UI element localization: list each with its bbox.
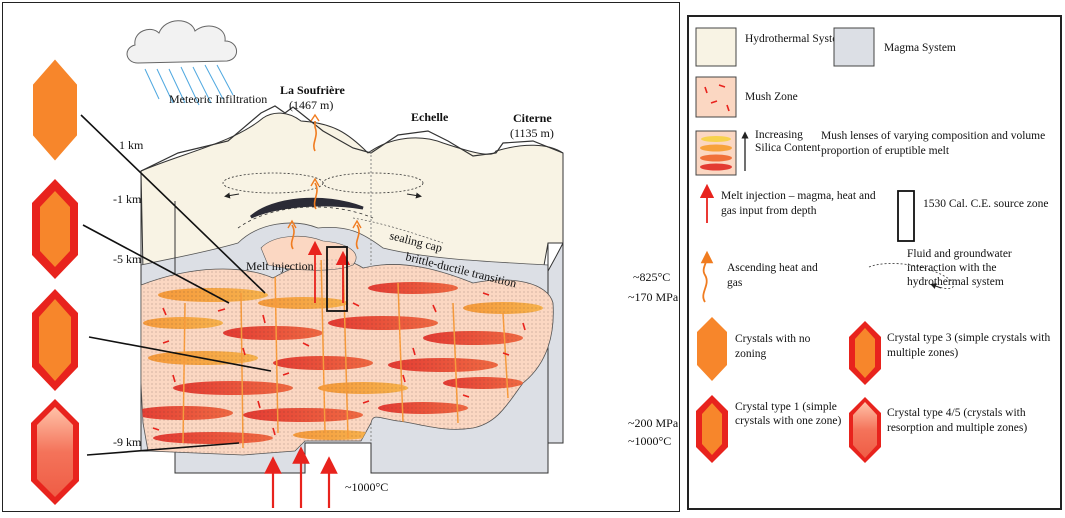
- diagram-panel: Meteoric Infiltration La Soufrière (1467…: [2, 2, 680, 512]
- legend-crystal-type45-label: Crystal type 4/5 (crystals with resorpti…: [887, 407, 1028, 434]
- legend-crystal-type3-label: Crystal type 3 (simple crystals with mul…: [887, 332, 1051, 359]
- label-meteoric: Meteoric Infiltration: [169, 92, 267, 106]
- legend-ascending-icon: [700, 250, 714, 303]
- label-pressure-lower: ~200 MPa: [628, 416, 679, 430]
- legend-crystal-no-zoning-icon: [697, 317, 727, 381]
- legend-silica-label: Increasing Silica Content: [755, 129, 821, 154]
- label-temp-bottom: ~1000°C: [345, 480, 388, 494]
- label-pressure-upper: ~170 MPa: [628, 290, 679, 304]
- legend-crystal-type3-icon: [849, 321, 881, 385]
- legend-fluid-label: Fluid and groundwater interaction with t…: [907, 248, 1012, 288]
- legend-swatch-hydrothermal: [695, 27, 737, 67]
- mountain-profile: [140, 105, 564, 172]
- legend-swatch-magma: [833, 27, 875, 67]
- source-zone-box: [326, 246, 348, 312]
- label-temp-lower: ~1000°C: [628, 434, 671, 448]
- crystal-connector-lines: [80, 114, 272, 456]
- depth-label: -9 km: [113, 435, 142, 449]
- depth-label: 1 km: [119, 138, 144, 152]
- cloud-icon: [126, 20, 237, 64]
- legend-mush-label: Mush Zone: [745, 91, 798, 103]
- legend-source-zone-icon: [897, 190, 915, 242]
- legend-crystal-type1-label: Crystal type 1 (simple crystals with one…: [735, 401, 842, 427]
- label-soufriere: La Soufrière: [280, 83, 345, 97]
- label-echelle: Echelle: [411, 110, 449, 124]
- label-melt-injection: Melt injection: [246, 259, 314, 273]
- legend-hydrothermal-label: Hydrothermal System: [745, 33, 846, 45]
- legend-swatch-mush: [695, 76, 737, 118]
- depth-label: -1 km: [113, 192, 142, 206]
- legend-crystal-no-zoning-label: Crystals with no zoning: [735, 333, 811, 360]
- volcano-cross-section: Meteoric Infiltration La Soufrière (1467…: [31, 20, 679, 508]
- bottom-melt-arrows: [264, 446, 338, 508]
- legend: Hydrothermal System Magma System Mush Zo…: [695, 27, 1051, 463]
- crystal-type-4-5: [31, 399, 79, 505]
- ascending-heat-arrows: [287, 113, 362, 250]
- legend-magma-label: Magma System: [884, 42, 956, 54]
- crystal-type-3: [32, 289, 78, 391]
- rain-lines: [144, 64, 234, 106]
- label-citerne: Citerne: [513, 111, 552, 125]
- label-soufriere-elev: (1467 m): [289, 98, 333, 112]
- legend-fluid-icon: [868, 262, 954, 290]
- crystal-type-1: [32, 179, 78, 279]
- legend-melt-label: Melt injection – magma, heat and gas inp…: [721, 190, 876, 217]
- legend-ascending-label: Ascending heat and gas: [727, 262, 818, 289]
- legend-lenses-label: Mush lenses of varying composition and v…: [821, 130, 1046, 157]
- legend-panel: Hydrothermal System Magma System Mush Zo…: [687, 15, 1062, 510]
- mush-crystal-dashes: [152, 292, 526, 436]
- legend-crystal-type45-icon: [849, 397, 881, 463]
- crystal-no-zoning: [33, 59, 77, 161]
- melt-injection-arrows: [307, 240, 351, 303]
- label-temp-upper: ~825°C: [633, 270, 670, 284]
- label-citerne-elev: (1135 m): [510, 126, 554, 140]
- legend-source-label: 1530 Cal. C.E. source zone: [923, 198, 1049, 210]
- sealing-cap: [250, 197, 364, 219]
- legend-crystal-type1-icon: [696, 395, 728, 463]
- depth-label: -5 km: [113, 252, 142, 266]
